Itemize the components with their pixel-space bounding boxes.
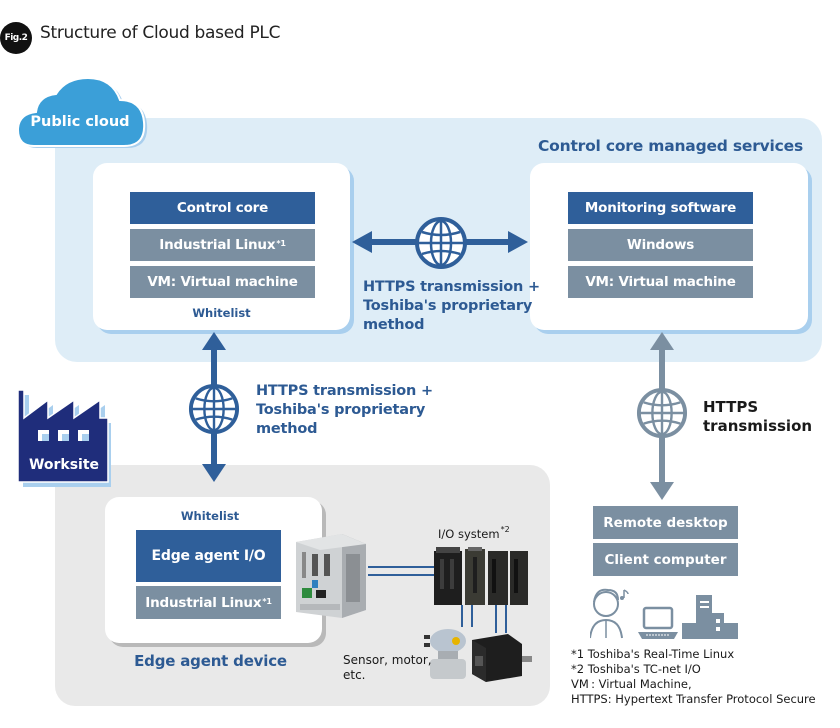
io-system-text: I/O system [438, 527, 500, 541]
public-cloud-label: Public cloud [30, 114, 130, 130]
sensor-icon [424, 629, 466, 679]
footnote-ref: *1 [276, 239, 286, 248]
horizontal-link-label: HTTPS transmission + Toshiba's proprieta… [363, 278, 540, 335]
link-line-2: Toshiba's proprietary [256, 402, 426, 418]
footnotes: *1 Toshiba's Real-Time Linux *2 Toshiba'… [571, 647, 816, 707]
link-line-3: method [363, 317, 425, 333]
sensor-line-2: etc. [343, 668, 366, 682]
footnote-ref: *1 [262, 596, 272, 606]
sensor-motor-label: Sensor, motor, etc. [343, 653, 432, 683]
remote-link-line-2: transmission [703, 417, 813, 435]
client-computer-box: Client computer [593, 543, 738, 576]
edge-agent-card: Whitelist Edge agent I/O Industrial Linu… [105, 497, 322, 643]
monitoring-software-layer: Monitoring software [568, 192, 753, 224]
footnote-https: HTTPS: Hypertext Transfer Protocol Secur… [571, 692, 816, 706]
footnote-2: *2 Toshiba's TC-net I/O [571, 662, 701, 676]
monitoring-card: Monitoring software Windows VM: Virtual … [530, 163, 808, 330]
factory-icon [17, 389, 111, 487]
io-modules-icon [434, 547, 528, 605]
footnote-ref: *2 [500, 525, 510, 534]
sensor-line-1: Sensor, motor, [343, 653, 432, 667]
io-system-label: I/O system*2 [438, 525, 510, 542]
link-line-1: HTTPS transmission + [256, 383, 433, 399]
monitoring-software-text: Monitoring software [584, 200, 737, 216]
vm-text: VM: Virtual machine [147, 274, 298, 290]
worksite-label: Worksite [28, 457, 100, 473]
globe-icon [636, 387, 688, 439]
link-line-1: HTTPS transmission + [363, 279, 540, 295]
remote-desktop-text: Remote desktop [603, 514, 728, 531]
motor-icon [472, 634, 532, 682]
industrial-linux-layer: Industrial Linux*1 [130, 229, 315, 261]
vm-layer-right: VM: Virtual machine [568, 266, 753, 298]
edge-industrial-linux-layer: Industrial Linux*1 [136, 586, 281, 619]
control-core-card: Control core Industrial Linux*1 VM: Virt… [93, 163, 350, 330]
vertical-link-label: HTTPS transmission + Toshiba's proprieta… [256, 382, 433, 439]
edge-whitelist-label: Whitelist [180, 509, 240, 523]
footnote-1: *1 Toshiba's Real-Time Linux [571, 647, 735, 661]
person-with-headset-icon [590, 588, 629, 639]
footnote-vm: VM : Virtual Machine, [571, 677, 692, 691]
edge-agent-io-text: Edge agent I/O [151, 548, 266, 564]
cloud-icon [16, 76, 148, 148]
remote-link-label: HTTPS transmission [703, 398, 812, 436]
link-line-3: method [256, 421, 318, 437]
control-core-layer: Control core [130, 192, 315, 224]
globe-icon [415, 217, 467, 269]
vm-text-right: VM: Virtual machine [585, 274, 736, 290]
industrial-linux-text: Industrial Linux [159, 237, 276, 253]
vm-layer: VM: Virtual machine [130, 266, 315, 298]
client-computer-text: Client computer [604, 551, 727, 568]
figure-badge: Fig.2 [0, 22, 32, 54]
control-core-text: Control core [176, 200, 269, 216]
remote-desktop-box: Remote desktop [593, 506, 738, 539]
laptop-icon [638, 606, 678, 639]
office-building-icon [682, 595, 738, 639]
io-sensor-connection [461, 605, 507, 633]
windows-text: Windows [626, 237, 695, 253]
edge-industrial-linux-text: Industrial Linux [145, 594, 262, 611]
figure-title: Structure of Cloud based PLC [40, 23, 281, 43]
device-io-connection [368, 566, 438, 576]
edge-device-label: Edge agent device [134, 652, 287, 670]
edge-device-hardware-icon [296, 534, 366, 618]
remote-link-line-1: HTTPS [703, 398, 759, 416]
edge-agent-io-layer: Edge agent I/O [136, 530, 281, 582]
windows-layer: Windows [568, 229, 753, 261]
whitelist-label: Whitelist [192, 306, 251, 320]
link-line-2: Toshiba's proprietary [363, 298, 533, 314]
services-title: Control core managed services [538, 137, 803, 155]
globe-icon [188, 383, 240, 435]
